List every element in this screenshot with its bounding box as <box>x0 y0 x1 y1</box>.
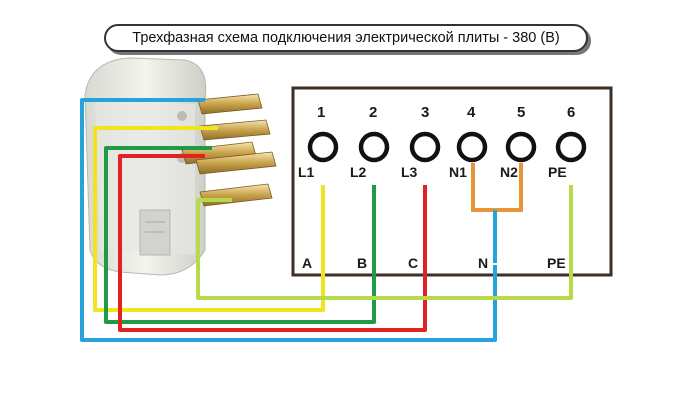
wire-blue <box>80 98 497 342</box>
diagram-title: Трехфазная схема подключения электрическ… <box>104 24 588 52</box>
wire-green <box>104 146 376 324</box>
terminal-label-PE: PE <box>548 164 567 180</box>
terminal-1-ring <box>307 131 339 163</box>
wire-yellowgreen <box>196 198 573 300</box>
terminal-label-L3: L3 <box>401 164 418 180</box>
terminal-rings <box>307 131 587 163</box>
external-wires <box>80 98 573 342</box>
wire-label-A: A <box>302 255 313 271</box>
plug-icon <box>84 57 277 276</box>
wire-label-C: C <box>408 255 419 271</box>
terminal-number-3: 3 <box>421 104 430 121</box>
terminal-label-N1: N1 <box>449 164 467 180</box>
wire-label-N: N <box>478 255 489 271</box>
terminal-number-2: 2 <box>369 104 378 121</box>
terminal-label-L1: L1 <box>298 164 315 180</box>
wire-yellow <box>93 126 325 312</box>
terminal-label-L2: L2 <box>350 164 367 180</box>
terminal-2-ring <box>358 131 390 163</box>
terminal-label-N2: N2 <box>500 164 518 180</box>
terminal-block-box <box>291 86 613 277</box>
terminal-5-ring <box>505 131 537 163</box>
wire-red <box>118 154 427 332</box>
terminal-6-ring <box>555 131 587 163</box>
terminal-number-4: 4 <box>467 104 476 121</box>
terminal-3-ring <box>409 131 441 163</box>
terminal-number-1: 1 <box>317 104 326 121</box>
internal-wires <box>321 163 573 263</box>
wire-label-B: B <box>357 255 368 271</box>
terminal-4-ring <box>456 131 488 163</box>
terminal-number-6: 6 <box>567 104 576 121</box>
terminal-number-5: 5 <box>517 104 526 121</box>
wire-label-PE: PE <box>547 255 566 271</box>
